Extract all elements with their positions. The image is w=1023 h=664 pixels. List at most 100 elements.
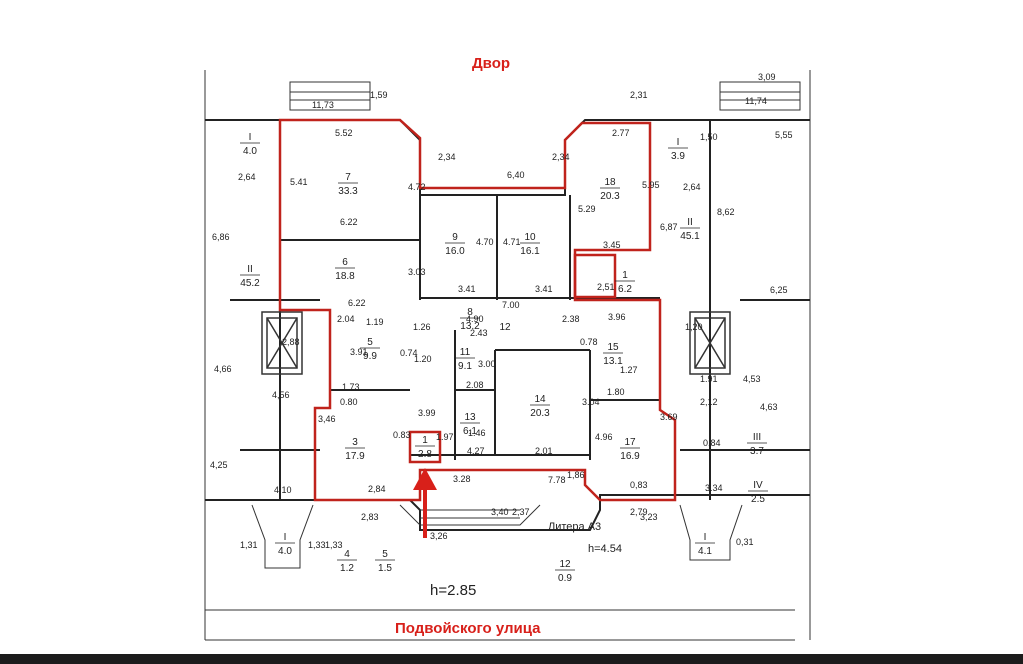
dimension-label: 2,83 bbox=[361, 512, 379, 522]
highlighted-premises bbox=[278, 118, 677, 502]
dimension-label: 1.26 bbox=[413, 322, 431, 332]
dimension-label: 5.41 bbox=[290, 177, 308, 187]
dimension-label: 4,27 bbox=[467, 446, 485, 456]
ceiling-height: h=2.85 bbox=[430, 582, 476, 599]
dimension-label: 1.97 bbox=[436, 432, 454, 442]
room-number: 15 bbox=[607, 342, 619, 353]
courtyard-label: Двор bbox=[472, 55, 511, 72]
dimension-label: 5.95 bbox=[642, 180, 660, 190]
room-number: 12 bbox=[499, 322, 511, 333]
room-number: 1 bbox=[622, 270, 628, 281]
dimension-label: 1.19 bbox=[366, 317, 384, 327]
dimension-label: 5.52 bbox=[335, 128, 353, 138]
dimension-label: 1.46 bbox=[468, 428, 486, 438]
dimension-label: 0,83 bbox=[630, 480, 648, 490]
dimension-label: 5.29 bbox=[578, 204, 596, 214]
room-number: 11 bbox=[460, 347, 471, 358]
room-number: I bbox=[249, 132, 252, 143]
room-number: III bbox=[753, 432, 761, 443]
dimension-label: 1,59 bbox=[370, 90, 388, 100]
room-number: I bbox=[677, 137, 680, 148]
dimension-label: 11,74 bbox=[745, 96, 767, 106]
bottom-bar bbox=[0, 654, 1023, 664]
dimension-label: 0,31 bbox=[736, 537, 754, 547]
dimension-label: 6.22 bbox=[348, 298, 366, 308]
room-number: 4 bbox=[344, 549, 350, 560]
dimension-label: 1.27 bbox=[620, 365, 638, 375]
dimension-label: 3.03 bbox=[408, 267, 426, 277]
dimension-label: 2.77 bbox=[612, 128, 630, 138]
dimension-label: 3.96 bbox=[608, 312, 626, 322]
room-area: 1.2 bbox=[340, 563, 354, 574]
room-number: IV bbox=[753, 480, 763, 491]
bottom-porches bbox=[251, 504, 743, 569]
dimension-label: 0.84 bbox=[703, 438, 721, 448]
room-number: 7 bbox=[345, 172, 351, 183]
dimension-label: 2,31 bbox=[630, 90, 648, 100]
dimension-labels: 11,731,595.522,346,402,342.772,313,0911,… bbox=[210, 72, 793, 550]
room-labels: 733.3618.8916.01016.11820.316.2813.259.9… bbox=[240, 132, 768, 584]
room-number: 14 bbox=[534, 394, 546, 405]
dimension-label: 4,66 bbox=[214, 364, 232, 374]
dimension-label: 3,40 bbox=[491, 507, 509, 517]
room-area: 6.2 bbox=[618, 284, 632, 295]
dimension-label: 11,73 bbox=[312, 100, 334, 110]
room-area: 16.9 bbox=[620, 451, 640, 462]
dimension-label: 6,40 bbox=[507, 170, 525, 180]
dimension-label: 4,25 bbox=[210, 460, 228, 470]
dimension-label: 1,20 bbox=[685, 322, 703, 332]
dimension-label: 4.10 bbox=[274, 485, 292, 495]
dimension-label: 1.80 bbox=[607, 387, 625, 397]
dimension-label: 4,63 bbox=[760, 402, 778, 412]
dimension-label: 2,34 bbox=[438, 152, 456, 162]
room-number: 6 bbox=[342, 257, 348, 268]
room-area: 16.0 bbox=[445, 246, 465, 257]
room-area: 9.9 bbox=[363, 351, 377, 362]
room-number: 5 bbox=[382, 549, 388, 560]
room-area: 3.7 bbox=[750, 446, 764, 457]
room-area: 13.2 bbox=[460, 321, 480, 332]
dimension-label: 0.78 bbox=[580, 337, 598, 347]
dimension-label: 7.78 bbox=[548, 475, 566, 485]
room-area: 2.5 bbox=[751, 494, 765, 505]
dimension-label: 1,33 bbox=[325, 540, 343, 550]
room-area: 17.9 bbox=[345, 451, 365, 462]
dimension-label: 4.90 bbox=[466, 314, 484, 324]
block-height: h=4.54 bbox=[588, 543, 622, 555]
block-label: Литера А3 bbox=[548, 521, 601, 533]
dimension-label: 2.04 bbox=[337, 314, 355, 324]
dimension-label: 2.43 bbox=[470, 328, 488, 338]
room-area: 4.0 bbox=[278, 546, 292, 557]
room-number: 12 bbox=[559, 559, 571, 570]
dimension-label: 4.71 bbox=[503, 237, 521, 247]
dimension-label: 2.01 bbox=[535, 446, 553, 456]
right-elevator bbox=[689, 311, 731, 375]
room-area: 20.3 bbox=[530, 408, 550, 419]
dimension-label: 5,55 bbox=[775, 130, 793, 140]
dimension-label: 4.96 bbox=[595, 432, 613, 442]
room-area: 3.9 bbox=[671, 151, 685, 162]
room-number: 8 bbox=[467, 307, 473, 318]
room-area: 9.1 bbox=[458, 361, 472, 372]
dimension-label: 3.69 bbox=[660, 412, 678, 422]
entrance-arrow bbox=[413, 468, 437, 538]
room-area: 20.3 bbox=[600, 191, 620, 202]
frame-lines bbox=[204, 70, 811, 641]
dimension-label: 1,50 bbox=[700, 132, 718, 142]
room-area: 0.9 bbox=[558, 573, 572, 584]
room-area: 4.1 bbox=[698, 546, 712, 557]
room-area: 13.1 bbox=[603, 356, 623, 367]
dimension-label: 3.45 bbox=[603, 240, 621, 250]
street-label: Подвойского улица bbox=[395, 620, 541, 637]
room-number: I bbox=[704, 532, 707, 543]
room-number: 1 bbox=[422, 435, 428, 446]
dimension-label: 3.91 bbox=[350, 347, 368, 357]
dimension-label: 6,87 bbox=[660, 222, 678, 232]
dimension-label: 2,37 bbox=[512, 507, 530, 517]
dimension-label: 7.00 bbox=[502, 300, 520, 310]
dimension-label: 4.72 bbox=[408, 182, 426, 192]
dimension-label: 2,64 bbox=[683, 182, 701, 192]
dimension-label: 2,79 bbox=[630, 507, 648, 517]
dimension-label: 1,33 bbox=[308, 540, 326, 550]
